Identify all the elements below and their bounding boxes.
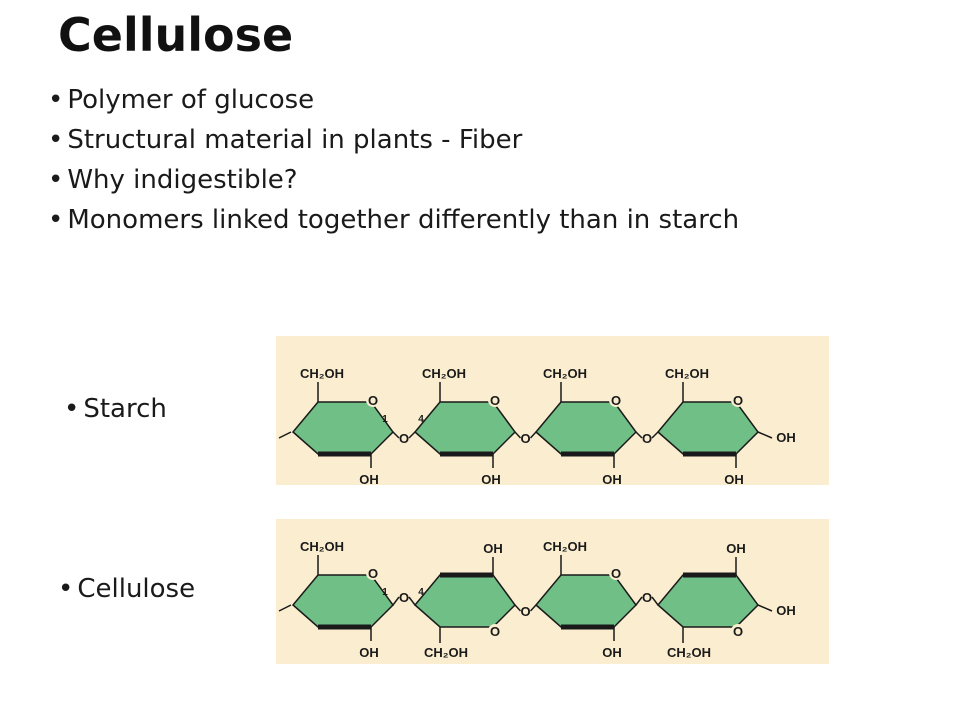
terminal-hydroxyl-label: OH xyxy=(776,430,796,445)
hydroxyl-label: OH xyxy=(359,472,379,485)
bullet-text: Why indigestible? xyxy=(67,165,298,195)
glycosidic-bond xyxy=(514,431,522,439)
glycosidic-bond xyxy=(408,431,416,439)
glycosidic-oxygen-label: O xyxy=(520,431,530,446)
ring-oxygen-label: O xyxy=(611,393,621,408)
glycosidic-oxygen-label: O xyxy=(399,590,409,605)
ch2oh-label: CH₂OH xyxy=(543,366,587,381)
oxygen-bg xyxy=(609,566,623,580)
bond-line xyxy=(278,431,292,439)
ring-oxygen-label: O xyxy=(490,393,500,408)
oxygen-bg xyxy=(609,393,623,407)
oxygen-bg xyxy=(366,566,380,580)
bullet-text: Polymer of glucose xyxy=(67,85,315,115)
bullet-list: •Polymer of glucose •Structural material… xyxy=(48,80,739,240)
ring-oxygen-label: O xyxy=(733,624,743,639)
hydroxyl-label: OH xyxy=(602,645,622,660)
bullet-text: Monomers linked together differently tha… xyxy=(67,205,740,235)
glucose-ring xyxy=(656,574,759,628)
page-title: Cellulose xyxy=(58,8,294,62)
oxygen-bg xyxy=(488,624,502,638)
starch-diagram: OCH₂OHOHOCH₂OHOHOCH₂OHOHOCH₂OHOHHOOHO14O… xyxy=(276,336,829,485)
hydroxyl-label: OH xyxy=(359,645,379,660)
carbon-number-label: 4 xyxy=(418,587,424,598)
glycosidic-bond xyxy=(514,604,522,612)
ch2oh-label: CH₂OH xyxy=(667,645,711,660)
glycosidic-oxygen-label: O xyxy=(520,604,530,619)
ch2oh-label: CH₂OH xyxy=(665,366,709,381)
glycosidic-bond xyxy=(651,596,659,606)
bullet-item: •Polymer of glucose xyxy=(48,80,739,120)
terminal-hydroxyl-label: OH xyxy=(776,603,796,618)
hydroxyl-label: OH xyxy=(726,541,746,556)
bullet-dot: • xyxy=(48,125,64,155)
bullet-item: •Monomers linked together differently th… xyxy=(48,200,739,240)
bullet-dot: • xyxy=(64,394,80,424)
bullet-dot: • xyxy=(48,85,64,115)
glycosidic-bond xyxy=(529,604,537,612)
glycosidic-oxygen-label: O xyxy=(642,590,652,605)
glycosidic-bond xyxy=(635,596,643,606)
ch2oh-label: CH₂OH xyxy=(422,366,466,381)
glucose-ring xyxy=(534,574,637,628)
ring-oxygen-label: O xyxy=(368,393,378,408)
ch2oh-label: CH₂OH xyxy=(300,366,344,381)
ch2oh-label: CH₂OH xyxy=(543,539,587,554)
glucose-ring xyxy=(534,401,637,455)
ch2oh-label: CH₂OH xyxy=(424,645,468,660)
oxygen-bg xyxy=(366,393,380,407)
glycosidic-oxygen-label: O xyxy=(399,431,409,446)
glycosidic-bond xyxy=(651,431,659,439)
carbon-number-label: 1 xyxy=(382,587,388,598)
starch-label: •Starch xyxy=(64,394,167,424)
hydroxyl-label: OH xyxy=(724,472,744,485)
carbon-number-label: 1 xyxy=(382,414,388,425)
carbon-number-label: 4 xyxy=(418,414,424,425)
bullet-dot: • xyxy=(58,574,74,604)
oxygen-bg xyxy=(731,393,745,407)
oxygen-bg xyxy=(488,393,502,407)
bond-line xyxy=(757,431,773,439)
bullet-dot: • xyxy=(48,205,64,235)
glucose-ring xyxy=(413,401,516,455)
bullet-dot: • xyxy=(48,165,64,195)
ring-oxygen-label: O xyxy=(611,566,621,581)
bond-line xyxy=(278,604,292,612)
cellulose-label: •Cellulose xyxy=(58,574,195,604)
glucose-ring xyxy=(291,401,394,455)
bond-line xyxy=(757,604,773,612)
ring-oxygen-label: O xyxy=(368,566,378,581)
starch-structure: OCH₂OHOHOCH₂OHOHOCH₂OHOHOCH₂OHOHHOOHO14O… xyxy=(278,366,796,485)
ch2oh-label: CH₂OH xyxy=(300,539,344,554)
oxygen-bg xyxy=(731,624,745,638)
glucose-ring xyxy=(291,574,394,628)
ring-oxygen-label: O xyxy=(490,624,500,639)
glycosidic-bond xyxy=(529,431,537,439)
glucose-ring xyxy=(656,401,759,455)
bullet-item: •Why indigestible? xyxy=(48,160,739,200)
ring-oxygen-label: O xyxy=(733,393,743,408)
cellulose-diagram: OCH₂OHOHOOHCH₂OHOCH₂OHOHOOHCH₂OHHOOHO14O… xyxy=(276,519,829,664)
bullet-item: •Structural material in plants - Fiber xyxy=(48,120,739,160)
cellulose-label-text: Cellulose xyxy=(77,574,196,604)
glycosidic-bond xyxy=(635,431,643,439)
glycosidic-oxygen-label: O xyxy=(642,431,652,446)
bullet-text: Structural material in plants - Fiber xyxy=(67,125,523,155)
hydroxyl-label: OH xyxy=(602,472,622,485)
hydroxyl-label: OH xyxy=(481,472,501,485)
hydroxyl-label: OH xyxy=(483,541,503,556)
glycosidic-bond xyxy=(408,596,416,606)
glucose-ring xyxy=(413,574,516,628)
starch-label-text: Starch xyxy=(83,394,167,424)
glycosidic-bond xyxy=(392,596,400,606)
cellulose-structure: OCH₂OHOHOOHCH₂OHOCH₂OHOHOOHCH₂OHHOOHO14O… xyxy=(278,539,796,660)
glycosidic-bond xyxy=(392,431,400,439)
